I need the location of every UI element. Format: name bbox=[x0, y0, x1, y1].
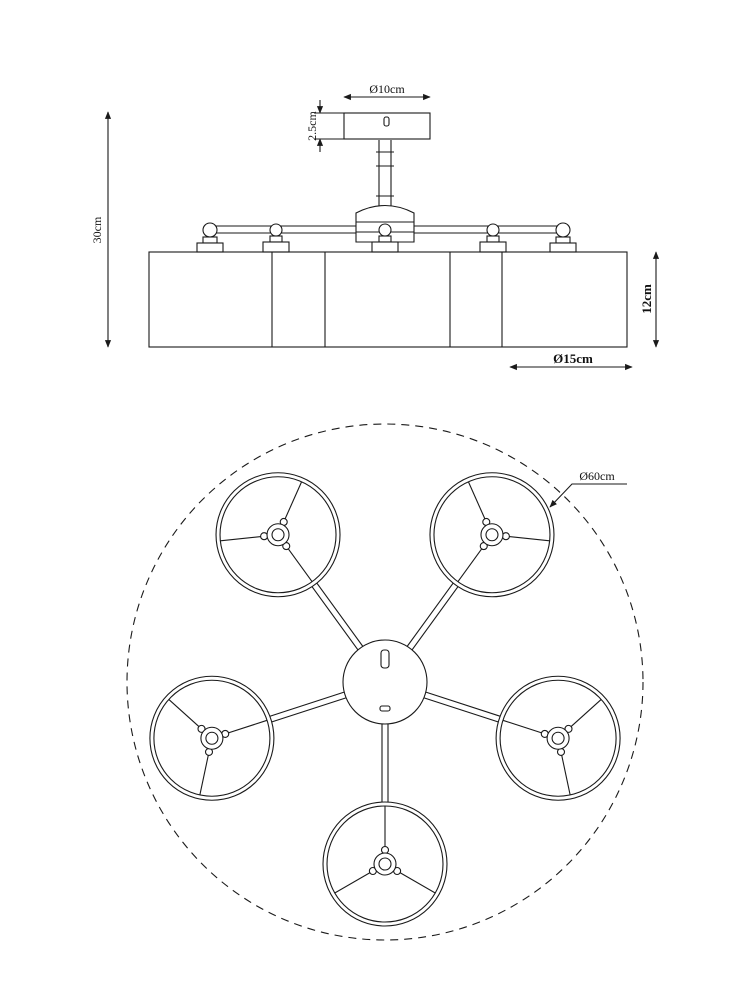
dim-total-height-label: 30cm bbox=[90, 216, 104, 243]
dim-overall-diameter-label: Ø60cm bbox=[579, 469, 615, 483]
bulb-holder bbox=[262, 223, 290, 253]
bulb-holder bbox=[549, 222, 577, 253]
lamp-shade-top bbox=[322, 801, 448, 927]
bulb-holders bbox=[196, 222, 577, 253]
canopy-slot-icon bbox=[383, 116, 390, 127]
dim-canopy-diameter-label: Ø10cm bbox=[369, 82, 405, 96]
top-view bbox=[126, 423, 644, 941]
bulb-holder bbox=[479, 223, 507, 253]
dim-shade-height-label: 12cm bbox=[639, 284, 654, 314]
lamp-shade-top bbox=[429, 472, 555, 598]
dim-canopy-height-label: 2.5cm bbox=[305, 111, 319, 141]
dim-shade-diameter-label: Ø15cm bbox=[553, 351, 593, 366]
canopy-slot-icon bbox=[380, 649, 390, 669]
overall-diameter-leader bbox=[549, 483, 627, 508]
shade-band bbox=[148, 251, 628, 348]
lamp-shade-top bbox=[495, 675, 621, 801]
lamp-shade-top bbox=[215, 472, 341, 598]
bulb-holder bbox=[196, 222, 224, 253]
top-shades bbox=[149, 472, 621, 927]
lamp-shade-top bbox=[149, 675, 275, 801]
side-view bbox=[104, 93, 660, 371]
stem bbox=[376, 140, 394, 206]
overall-diameter-circle bbox=[126, 423, 644, 941]
arms bbox=[214, 225, 560, 234]
center-canopy bbox=[342, 639, 428, 725]
canopy-switch-icon bbox=[379, 705, 391, 712]
dim-line-canopy-height bbox=[314, 100, 344, 152]
